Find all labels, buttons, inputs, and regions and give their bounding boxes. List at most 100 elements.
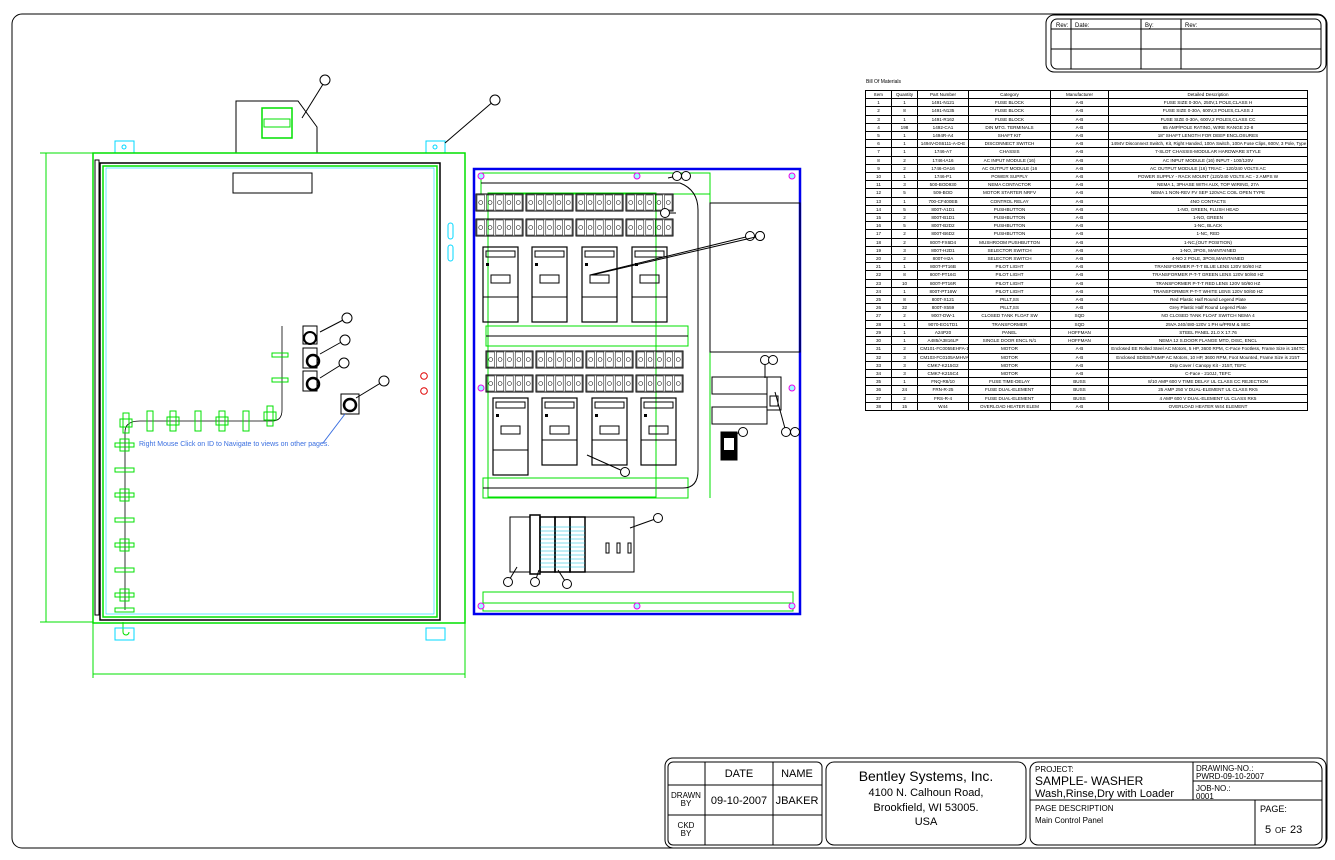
- item-balloon: [338, 357, 350, 369]
- drawn-name: JBAKER: [776, 795, 819, 807]
- wire-clamp: [114, 442, 135, 448]
- bom-cell: 7: [865, 147, 892, 157]
- bom-cell: 22: [865, 270, 892, 280]
- bom-cell: FUSE BLOCK: [968, 114, 1051, 124]
- starter-terminals: [495, 401, 526, 409]
- bom-cell: A-B: [1050, 221, 1109, 231]
- terminal-block: [585, 350, 634, 369]
- wire-clamp: [271, 377, 289, 383]
- bom-cell: 12: [865, 188, 892, 198]
- bom-cell: 1746-IA16: [917, 155, 969, 165]
- terminal: [605, 375, 614, 392]
- bom-cell: 27: [865, 311, 892, 321]
- bom-cell: 1492-CA1: [917, 122, 969, 133]
- terminal-screw: [657, 381, 662, 386]
- bom-cell: 2: [891, 344, 918, 354]
- bom-cell: FRS-R-4: [917, 393, 969, 403]
- bom-cell: 4: [865, 122, 892, 133]
- bom-cell: 4-NO 2 POLE, 3POS,MAINTAINED: [1108, 254, 1308, 264]
- bom-cell: 2: [891, 229, 918, 239]
- bom-cell: 1-NO, GREEN, FLUSH HEAD: [1108, 204, 1308, 215]
- job-no-label: JOB-NO.:: [1196, 784, 1231, 793]
- bom-cell: 10: [865, 172, 892, 182]
- bom-cell: TRANSFORMER P-T-T RED LENS 120V 50/60 HZ: [1108, 278, 1308, 288]
- bom-cell: 2: [891, 393, 918, 403]
- leader-line: [589, 235, 751, 276]
- terminal-screw: [516, 357, 522, 362]
- bom-cell: FUSE SIZE 0-30A, 600V,2 POLES,CLASS CC: [1108, 114, 1308, 124]
- bom-cell: 2: [891, 163, 918, 174]
- bom-cell: BUSS: [1050, 385, 1109, 395]
- bom-cell: 2: [891, 155, 918, 165]
- bom-cell: 1746-OA16: [917, 163, 969, 174]
- bom-cell: 18: [865, 237, 892, 247]
- terminal: [595, 219, 604, 236]
- bom-cell: PILOT LIGHT: [968, 286, 1051, 297]
- bom-cell: PILLT,SS: [968, 303, 1051, 313]
- item-balloon: [790, 427, 800, 437]
- terminal: [614, 194, 623, 211]
- terminal: [504, 194, 513, 211]
- terminal-screw: [666, 200, 671, 205]
- bom-cell: 25 AMP 250 V DUAL-ELEMENT UL CLASS RK5: [1108, 385, 1308, 395]
- terminal-screw: [528, 200, 533, 205]
- bom-cell: POWER SUPPLY: [968, 172, 1051, 182]
- starter-window: [539, 274, 560, 284]
- bom-cell: CM103-FC0105AMHVA-116: [917, 352, 969, 362]
- bom-cell: C-Face - 210JJ, TEFC: [1108, 368, 1308, 379]
- bom-column-header: Manufacturer: [1050, 89, 1109, 100]
- terminal-block: [525, 193, 574, 212]
- terminal: [486, 375, 495, 392]
- bom-cell: 37: [865, 393, 892, 403]
- bom-cell: 500-BOD930: [917, 180, 969, 190]
- starter-window: [589, 274, 610, 284]
- bom-cell: 65 AMP/POLE RATING, WIRE RANGE 22-8: [1108, 122, 1308, 133]
- bom-cell: A-B: [1050, 401, 1109, 411]
- bom-cell: 18" SHAFT LENGTH FOR DEEP ENCLOSURES: [1108, 131, 1308, 141]
- wire-clamp: [194, 410, 202, 432]
- bom-cell: 1746-A7: [917, 147, 969, 157]
- bom-cell: 5: [865, 131, 892, 141]
- wire-clamp: [114, 467, 135, 473]
- terminal-screw: [647, 357, 653, 362]
- terminal: [564, 194, 573, 211]
- back-panel-layout: [472, 167, 802, 616]
- bom-cell: NEMA CONTACTOR: [968, 180, 1051, 190]
- bom-cell: A-B: [1050, 245, 1109, 256]
- project-label: PROJECT:: [1035, 765, 1074, 774]
- terminal: [514, 375, 523, 392]
- terminal-screw: [566, 225, 571, 230]
- bom-cell: 3: [891, 180, 918, 190]
- page-description-label: PAGE DESCRIPTION: [1035, 804, 1114, 813]
- bom-cell: 9007-DW-1: [917, 311, 969, 321]
- terminal-screw: [488, 381, 493, 386]
- bom-cell: 1: [891, 262, 918, 272]
- bom-column-header: Quantity: [891, 89, 918, 100]
- bom-cell: 11: [865, 180, 892, 190]
- bom-cell: 2: [891, 254, 918, 264]
- bom-cell: A-B: [1050, 368, 1109, 379]
- bom-cell: 1: [891, 147, 918, 157]
- date-column-header: DATE: [725, 768, 754, 780]
- starter-terminals: [594, 401, 625, 409]
- bom-cell: 3: [891, 360, 918, 370]
- terminal: [564, 375, 573, 392]
- terminal: [586, 219, 595, 236]
- bom-column-header: Category: [968, 89, 1051, 100]
- terminal-screw: [537, 225, 543, 230]
- terminal: [626, 194, 635, 211]
- bom-cell: 800T-PT16R: [917, 278, 969, 288]
- bom-cell: OVERLOAD HEATER W44 ELEMENT: [1108, 401, 1308, 411]
- terminal: [514, 194, 523, 211]
- drawn-date: 09-10-2007: [711, 795, 767, 807]
- terminal: [476, 219, 485, 236]
